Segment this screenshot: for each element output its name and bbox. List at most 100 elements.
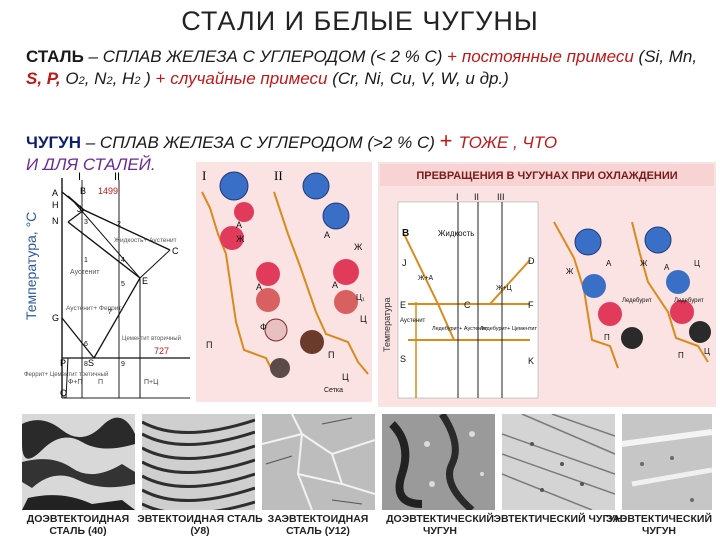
rc-i: I	[456, 192, 459, 202]
label-1499: 1499	[98, 186, 118, 196]
rp-b: B	[402, 228, 409, 239]
steel-diagram-svg: Температура, °С 1499 727 I II A B H J N …	[22, 170, 192, 402]
rp-k: K	[528, 356, 534, 366]
rp-f: F	[528, 300, 534, 310]
rr-liquid: Жидкость	[438, 229, 474, 238]
rc-led1: Ледебурит	[622, 298, 652, 304]
o-sub: 2	[78, 75, 85, 87]
cast-svg: ПРЕВРАЩЕНИЯ В ЧУГУНАХ ПРИ ОХЛАЖДЕНИИ Тем…	[378, 162, 716, 407]
num-7: 7	[108, 309, 112, 316]
rc-zh1: Ж	[566, 267, 574, 276]
ph-c1: Ц	[360, 314, 367, 324]
rc-p2: П	[678, 351, 684, 360]
rc-a1: А	[606, 259, 612, 268]
plus-3: +	[439, 128, 459, 153]
slide-title: СТАЛИ И БЕЛЫЕ ЧУГУНЫ	[181, 6, 539, 36]
plus-2: +	[155, 69, 171, 88]
caption-6: ЗАЭВТЕКТИЧЕСКИЙ ЧУГУН	[605, 513, 713, 537]
cast-dash: –	[81, 133, 100, 152]
region-liquid-austenite: Жидкость+ Аустенит	[114, 237, 177, 244]
rp-s: S	[400, 354, 406, 364]
pt-q: Q	[60, 388, 67, 398]
rp-j: J	[402, 258, 407, 268]
ph-a4: А	[332, 280, 338, 290]
num-6: 6	[84, 341, 88, 348]
cast-text: СПЛАВ ЖЕЛЕЗА С УГЛЕРОДОМ (>2 % С)	[99, 133, 440, 152]
rc-led2: Ледебурит	[674, 298, 704, 304]
caption-3: ЗАЭВТЕКТОИДНАЯ СТАЛЬ (У12)	[267, 513, 369, 537]
steel-cooling-curves: I II Ж А А Ж А А Ф П П Ц Ц Сетка Ц₁	[196, 162, 372, 402]
list-b: (Cr, Ni, Cu, V, W, и др.)	[327, 69, 509, 88]
micrograph-hypoeutectoid	[22, 414, 135, 510]
cast-iron-definition: ЧУГУН – СПЛАВ ЖЕЛЕЗА С УГЛЕРОДОМ (>2 % С…	[26, 130, 716, 176]
ph-a3: А	[324, 230, 330, 240]
micrograph-hypoeutectic	[382, 414, 495, 510]
photo-1-svg	[22, 414, 135, 510]
cast-tail-2: И ДЛЯ СТАЛЕЙ.	[26, 155, 156, 174]
num-2: 2	[117, 221, 121, 228]
photo-2-svg	[142, 414, 255, 510]
list-a: (Si, Mn,	[633, 47, 698, 66]
rr-led-c: Ледебурит+ Цементит	[480, 326, 537, 332]
rc-ii: II	[474, 192, 479, 202]
rr-led-a: Ледебурит+ Аустенит	[432, 326, 488, 332]
ph-p2: П	[328, 350, 334, 360]
rc-c1: Ц	[694, 259, 700, 268]
rp-e: E	[400, 300, 406, 310]
rc-zh2: Ж	[640, 259, 648, 268]
region-austenite-ferrite: Аустенит+ Феррит	[66, 305, 121, 312]
n-elem: , N	[84, 69, 107, 88]
region-fp: Ф+П	[68, 379, 82, 386]
cast-tail-1: ТОЖЕ , ЧТО	[458, 133, 558, 152]
photo-4-svg	[382, 414, 495, 510]
mid-col-ii: II	[274, 168, 283, 183]
o-elem: O	[60, 69, 79, 88]
region-p: П	[98, 379, 103, 386]
rc-c2: Ц	[704, 347, 710, 356]
plus-1: +	[447, 47, 462, 66]
caption-5: ЭВТЕКТИЧЕСКИЙ ЧУГУН	[493, 513, 623, 525]
caption-4: ДОЭВТЕКТИЧЕСКИЙ ЧУГУН	[386, 513, 494, 537]
photo-6-svg	[622, 414, 713, 510]
cast-term: ЧУГУН	[26, 133, 82, 152]
num-5: 5	[121, 281, 125, 288]
pt-p: P	[60, 358, 66, 368]
micrograph-hypereutectoid	[262, 414, 375, 510]
steel-term: СТАЛЬ	[26, 47, 84, 66]
steel-phase-diagram: Температура, °С 1499 727 I II A B H J N …	[22, 170, 192, 402]
pt-a: A	[52, 188, 58, 198]
num-1: 1	[84, 257, 88, 264]
cast-y-axis: Температура	[382, 297, 392, 352]
caption-2: ЭВТЕКТОИДНАЯ СТАЛЬ (У8)	[137, 513, 263, 537]
temp-axis-label: Температура, °С	[23, 212, 39, 320]
col-ii: II	[114, 171, 120, 183]
cast-iron-transformations: ПРЕВРАЩЕНИЯ В ЧУГУНАХ ПРИ ОХЛАЖДЕНИИ Тем…	[378, 162, 716, 407]
rp-d: D	[528, 256, 535, 266]
cast-header: ПРЕВРАЩЕНИЯ В ЧУГУНАХ ПРИ ОХЛАЖДЕНИИ	[416, 170, 677, 182]
photo-3-svg	[262, 414, 375, 510]
mid-col-i: I	[202, 168, 206, 183]
ph-zh: Ж	[236, 234, 245, 244]
num-9: 9	[121, 361, 125, 368]
rr-za: Ж+А	[418, 275, 434, 282]
h-sub: 2	[134, 75, 141, 87]
photo-5-svg	[502, 414, 615, 510]
ph-a2: А	[256, 282, 262, 292]
pt-c: C	[172, 246, 179, 256]
ph-setka: Сетка	[324, 387, 343, 394]
pt-n: N	[52, 216, 59, 226]
caption-1: ДОЭВТЕКТОИДНАЯ СТАЛЬ (40)	[26, 513, 130, 537]
pt-h: H	[52, 200, 59, 210]
ph-p1: П	[206, 340, 212, 350]
rp-c: C	[464, 300, 471, 310]
pt-e: E	[142, 276, 148, 286]
ph-zh2: Ж	[354, 242, 363, 252]
region-pc: П+Ц	[144, 379, 159, 386]
steel-dash: –	[83, 47, 103, 66]
rr-austenite: Аустенит	[400, 318, 426, 324]
num-3: 3	[84, 219, 88, 226]
constant-impurities: постоянные примеси	[461, 47, 634, 66]
micrograph-eutectic	[502, 414, 615, 510]
num-4: 4	[121, 257, 125, 264]
s-p-elements: S, P,	[26, 69, 61, 88]
